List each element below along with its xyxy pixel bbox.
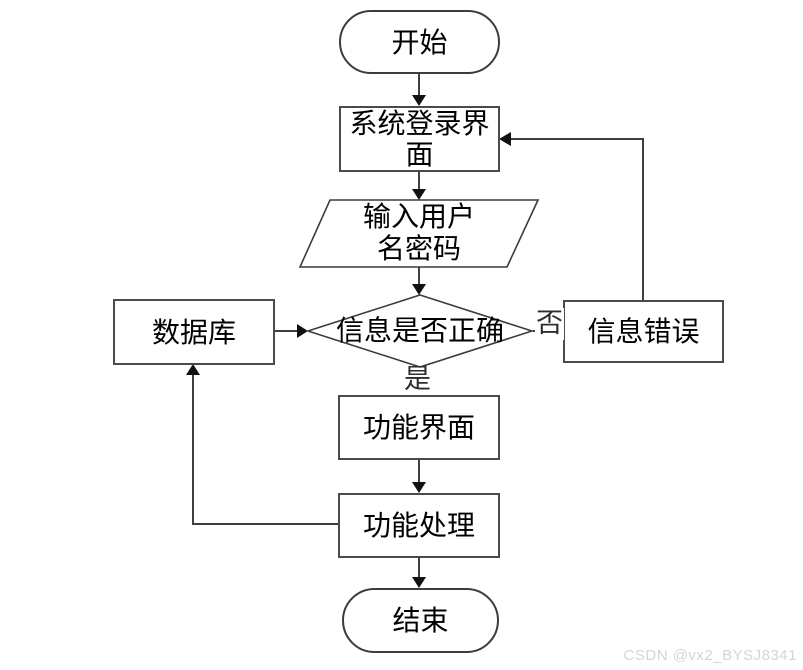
edge-label-yes: 是 — [404, 364, 431, 395]
node-database-label: 数据库 — [151, 315, 236, 349]
edge-line — [511, 138, 644, 300]
node-input-credentials-label: 输入用户名密码 — [362, 200, 475, 265]
edge-arrowhead — [499, 132, 511, 146]
edge-error-login — [499, 132, 644, 300]
input-parallelogram-shape — [298, 199, 540, 268]
edge-input-decision — [412, 267, 426, 295]
node-login-screen-label: 系统登录界面 — [349, 107, 490, 171]
edge-functionprocess-database — [186, 364, 338, 525]
edge-arrowhead — [412, 577, 426, 588]
node-info-error: 信息错误 — [563, 300, 724, 363]
node-function-process: 功能处理 — [338, 493, 500, 558]
edge-label-no: 否 — [535, 308, 564, 340]
node-database: 数据库 — [113, 299, 275, 365]
edge-arrowhead — [297, 324, 308, 338]
edge-database-decision — [275, 324, 308, 338]
edge-arrowhead — [412, 482, 426, 493]
node-end: 结束 — [342, 588, 499, 653]
edge-arrowhead — [412, 284, 426, 295]
node-login-screen: 系统登录界面 — [339, 106, 500, 172]
decision-diamond-shape — [305, 294, 535, 368]
node-start-label: 开始 — [391, 25, 448, 59]
edge-arrowhead — [186, 364, 200, 375]
node-function-screen-label: 功能界面 — [362, 411, 475, 444]
node-info-error-label: 信息错误 — [587, 315, 700, 348]
edge-start-login — [412, 73, 426, 106]
edge-line — [192, 375, 338, 525]
edge-arrowhead — [412, 95, 426, 106]
node-start: 开始 — [339, 10, 500, 74]
watermark: CSDN @vx2_BYSJ8341 — [623, 647, 797, 664]
node-decision-label: 信息是否正确 — [335, 314, 504, 347]
edge-login-input — [412, 172, 426, 200]
edge-functionscreen-functionprocess — [412, 460, 426, 493]
edge-functionprocess-end — [412, 558, 426, 588]
node-function-process-label: 功能处理 — [362, 509, 475, 542]
node-function-screen: 功能界面 — [338, 395, 500, 460]
edge-arrowhead — [412, 189, 426, 200]
node-end-label: 结束 — [392, 604, 449, 637]
